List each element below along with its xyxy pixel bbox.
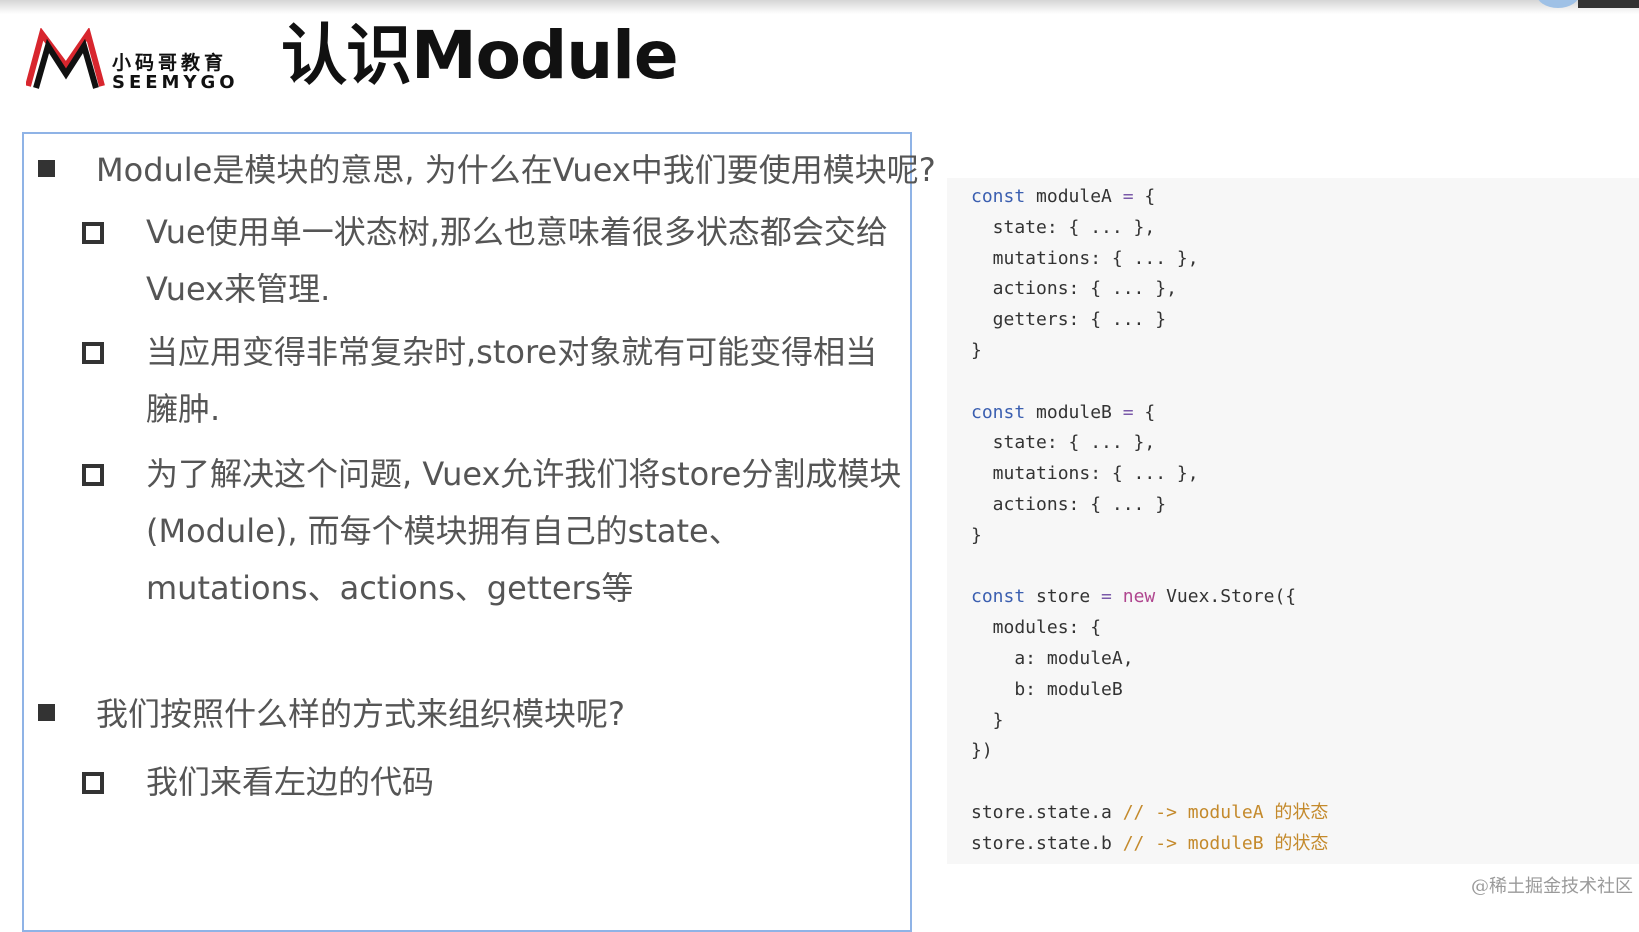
hollow-square-bullet-icon: [82, 464, 104, 486]
code-line: [971, 367, 1328, 398]
bullet-text: 我们来看左边的代码: [146, 763, 435, 801]
filled-square-bullet-icon: [38, 704, 55, 721]
bullet-text: Module是模块的意思, 为什么在Vuex中我们要使用模块呢?: [96, 151, 936, 189]
hollow-square-bullet-icon: [82, 772, 104, 794]
bullet-text: 为了解决这个问题, Vuex允许我们将store分割成模块(Module), 而…: [146, 455, 902, 607]
hollow-square-bullet-icon: [82, 222, 104, 244]
logo-chinese-text: 小码哥教育: [112, 52, 228, 74]
code-line: b: moduleB: [971, 678, 1123, 700]
logo-m-mark-icon: [26, 28, 105, 89]
code-line: mutations: { ... },: [971, 247, 1199, 269]
filled-square-bullet-icon: [38, 160, 55, 177]
bullet-text: 当应用变得非常复杂时,store对象就有可能变得相当臃肿.: [146, 333, 878, 428]
bullet-text: 我们按照什么样的方式来组织模块呢?: [96, 695, 625, 733]
seemygo-logo: 小码哥教育 SEEMYGO: [26, 28, 246, 94]
code-line: a: moduleA,: [971, 647, 1134, 669]
code-line: actions: { ... },: [971, 278, 1177, 300]
code-line: state: { ... },: [971, 216, 1156, 238]
code-line: mutations: { ... },: [971, 463, 1199, 485]
code-line: }: [971, 709, 1004, 731]
window-corner-bar: [1578, 0, 1639, 8]
code-line: }: [971, 339, 982, 361]
code-line: actions: { ... }: [971, 493, 1167, 515]
code-line: const moduleA = {: [971, 186, 1156, 207]
code-text: const moduleA = { state: { ... }, mutati…: [971, 182, 1328, 860]
watermark: @稀土掘金技术社区: [1471, 876, 1633, 897]
bullet-text: Vue使用单一状态树,那么也意味着很多状态都会交给Vuex来管理.: [146, 213, 888, 308]
code-line: }): [971, 740, 993, 762]
code-line: modules: {: [971, 617, 1102, 639]
code-line: store.state.a // -> moduleA 的状态: [971, 801, 1329, 823]
code-line: state: { ... },: [971, 432, 1156, 454]
bullet-panel: Module是模块的意思, 为什么在Vuex中我们要使用模块呢? Vue使用单一…: [22, 132, 936, 932]
page-title: 认识Module: [281, 17, 679, 94]
code-line: [971, 552, 1328, 583]
logo-english-text: SEEMYGO: [112, 72, 239, 93]
code-line: store.state.b // -> moduleB 的状态: [971, 832, 1329, 854]
window-top-shade: [0, 0, 1639, 14]
code-line: [971, 767, 1328, 798]
code-line: getters: { ... }: [971, 309, 1167, 331]
code-line: const store = new Vuex.Store({: [971, 586, 1297, 608]
code-line: }: [971, 524, 982, 546]
window-corner-avatar: [1536, 0, 1580, 8]
code-block: const moduleA = { state: { ... }, mutati…: [947, 178, 1639, 864]
code-line: const moduleB = {: [971, 401, 1156, 423]
hollow-square-bullet-icon: [82, 342, 104, 364]
